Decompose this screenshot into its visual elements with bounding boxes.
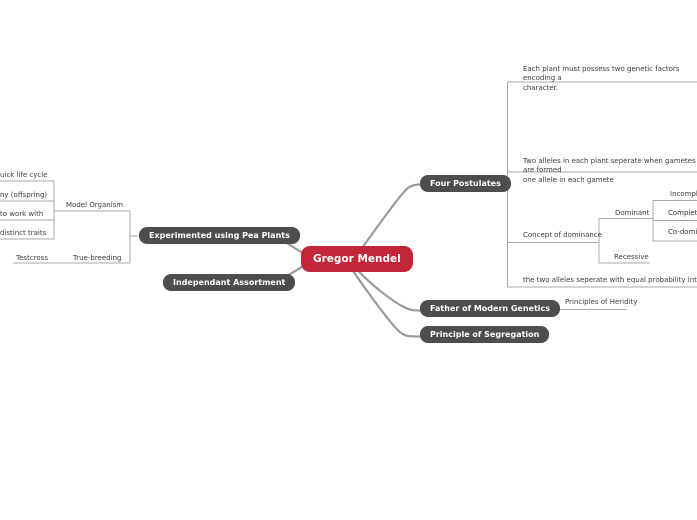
node-postulate-1[interactable]: Each plant must possess two genetic fact…: [523, 65, 680, 92]
connector-root-four-postulates: [350, 183, 422, 264]
node-incomplete-dominance[interactable]: Incomple: [670, 190, 697, 198]
node-four-postulates[interactable]: Four Postulates: [420, 175, 511, 192]
node-complete-dominance[interactable]: Complete: [668, 209, 697, 217]
node-experimented-pea-plants[interactable]: Experimented using Pea Plants: [139, 227, 300, 244]
node-co-dominance[interactable]: Co-domi: [668, 228, 697, 236]
node-recessive[interactable]: Recessive: [614, 253, 649, 261]
node-trait-easy-to-work-with[interactable]: to work with: [0, 210, 44, 218]
node-gregor-mendel[interactable]: Gregor Mendel: [301, 246, 413, 272]
node-trait-distinct-traits[interactable]: distinct traits: [0, 229, 47, 237]
node-trait-quick-life-cycle[interactable]: uick life cycle: [0, 171, 48, 179]
node-father-modern-genetics[interactable]: Father of Modern Genetics: [420, 300, 561, 317]
node-concept-of-dominance[interactable]: Concept of dominance: [523, 231, 602, 239]
node-testcross[interactable]: Testcross: [16, 254, 48, 262]
node-dominant[interactable]: Dominant: [615, 209, 650, 217]
node-principles-of-heredity[interactable]: Principles of Heridity: [565, 298, 638, 306]
node-model-organism[interactable]: Model Organism: [66, 201, 124, 209]
node-true-breeding[interactable]: True-breeding: [73, 254, 122, 262]
node-postulate-2[interactable]: Two alleles in each plant seperate when …: [523, 157, 696, 184]
node-independant-assortment[interactable]: Independant Assortment: [163, 274, 296, 291]
node-principle-of-segregation[interactable]: Principle of Segregation: [420, 326, 550, 343]
connector-root-father: [352, 264, 422, 312]
node-trait-many-offspring[interactable]: ny (offspring): [0, 191, 48, 199]
connector-root-segregation: [349, 266, 422, 338]
node-postulate-4[interactable]: the two alleles seperate with equal prob…: [523, 276, 697, 284]
